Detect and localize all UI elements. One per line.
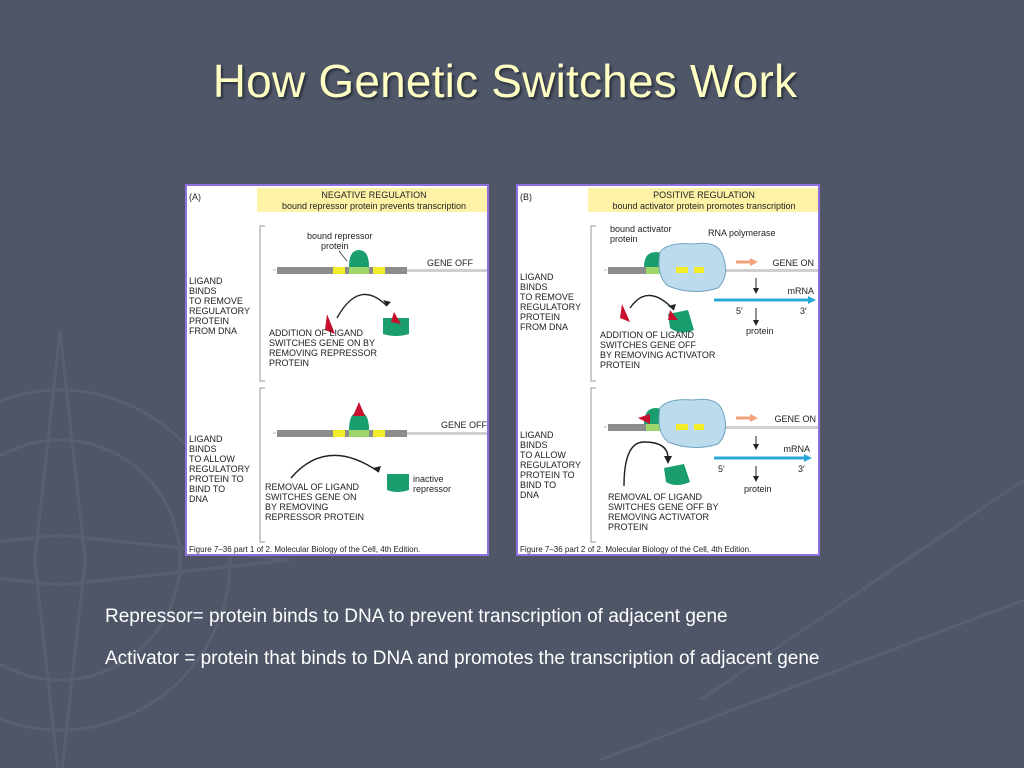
three-prime-1: 3′ <box>800 306 807 316</box>
inactive-label-1: inactive <box>413 474 444 484</box>
panel-a-tag: (A) <box>189 192 201 202</box>
polymerase-label: RNA polymerase <box>708 228 776 238</box>
figure-negative-regulation: (A) NEGATIVE REGULATION bound repressor … <box>185 184 489 556</box>
side-label-b1: LIGAND BINDS TO REMOVE REGULATORY PROTEI… <box>520 272 583 332</box>
protein-out-label-2: protein <box>744 484 772 494</box>
free-repressor-1 <box>383 318 409 336</box>
mrna-label-2: mRNA <box>784 444 811 454</box>
panel-a-header-bg <box>257 188 487 212</box>
side-label-a2: LIGAND BINDS TO ALLOW REGULATORY PROTEIN… <box>189 434 252 504</box>
panel-b-header-subtitle: bound activator protein promotes transcr… <box>612 201 795 211</box>
gene-on-label-1: GENE ON <box>772 258 814 268</box>
rna-polymerase-2 <box>658 398 727 448</box>
ligand-1 <box>325 314 335 334</box>
side-label-b2: LIGAND BINDS TO ALLOW REGULATORY PROTEIN… <box>520 430 583 500</box>
repressor-label-line1: bound repressor <box>307 231 373 241</box>
five-prime-1: 5′ <box>736 306 743 316</box>
gene-off-label-1: GENE OFF <box>427 258 474 268</box>
inactive-repressor <box>387 474 409 492</box>
caption-a: Figure 7–36 part 1 of 2. Molecular Biolo… <box>189 545 420 554</box>
inactive-label-2: repressor <box>413 484 451 494</box>
side-label-a1: LIGAND BINDS TO REMOVE REGULATORY PROTEI… <box>189 276 252 336</box>
gene-off-label-2: GENE OFF <box>441 420 487 430</box>
action-label-a1: ADDITION OF LIGAND SWITCHES GENE ON BY R… <box>269 328 380 368</box>
caption-b: Figure 7–36 part 2 of 2. Molecular Biolo… <box>520 545 751 554</box>
slide-title: How Genetic Switches Work <box>212 55 798 107</box>
action-label-b1: ADDITION OF LIGAND SWITCHES GENE OFF BY … <box>600 330 718 370</box>
panel-b-tag: (B) <box>520 192 532 202</box>
mrna-label-1: mRNA <box>788 286 815 296</box>
three-prime-2: 3′ <box>798 464 805 474</box>
panel-a-header-title: NEGATIVE REGULATION <box>321 190 426 200</box>
free-activator-2 <box>664 464 690 485</box>
repressor-label-line2: protein <box>321 241 349 251</box>
bullet-repressor-definition: Repressor= protein binds to DNA to preve… <box>105 606 728 627</box>
five-prime-2: 5′ <box>718 464 725 474</box>
figure-positive-regulation: (B) POSITIVE REGULATION bound activator … <box>516 184 820 556</box>
action-label-b2: REMOVAL OF LIGAND SWITCHES GENE OFF BY R… <box>608 492 721 532</box>
bullet-activator-definition: Activator = protein that binds to DNA an… <box>105 648 820 669</box>
action-label-a2: REMOVAL OF LIGAND SWITCHES GENE ON BY RE… <box>265 482 364 522</box>
bound-repressor-ligand <box>349 412 369 430</box>
panel-a-header-subtitle: bound repressor protein prevents transcr… <box>282 201 466 211</box>
bound-repressor-protein <box>349 250 369 267</box>
protein-out-label-1: protein <box>746 326 774 336</box>
panel-b-header-bg <box>588 188 818 212</box>
ligand-b1 <box>620 304 630 322</box>
activator-label-line2: protein <box>610 234 638 244</box>
gene-on-label-2: GENE ON <box>774 414 816 424</box>
rna-polymerase-1 <box>658 242 727 292</box>
activator-label-line1: bound activator <box>610 224 672 234</box>
panel-b-header-title: POSITIVE REGULATION <box>653 190 755 200</box>
